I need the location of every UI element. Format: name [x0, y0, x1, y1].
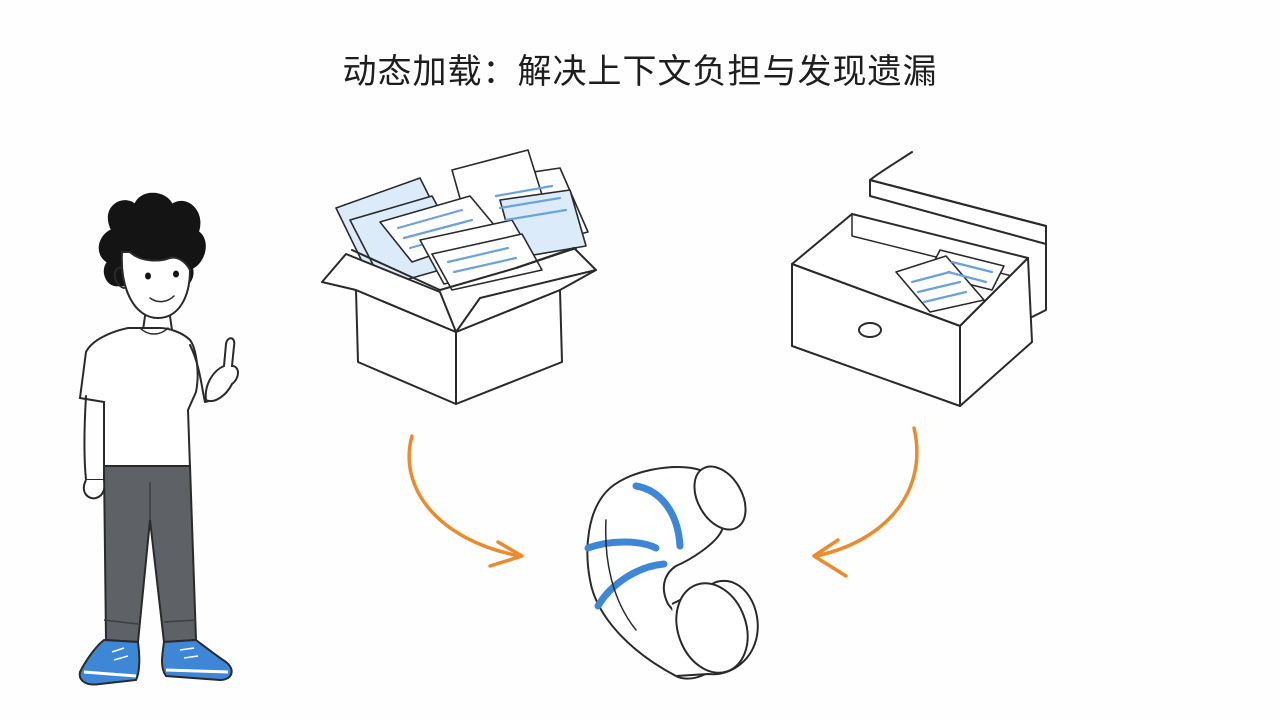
right-curved-arrow-icon [812, 426, 919, 578]
left-curved-arrow-icon [407, 434, 524, 568]
pipe-icon [584, 465, 759, 680]
person-pointing-icon [78, 192, 239, 686]
slide-title: 动态加载：解决上下文负担与发现遗漏 [342, 52, 938, 92]
overflowing-box-icon [321, 149, 597, 405]
open-drawer-icon [791, 151, 1047, 407]
